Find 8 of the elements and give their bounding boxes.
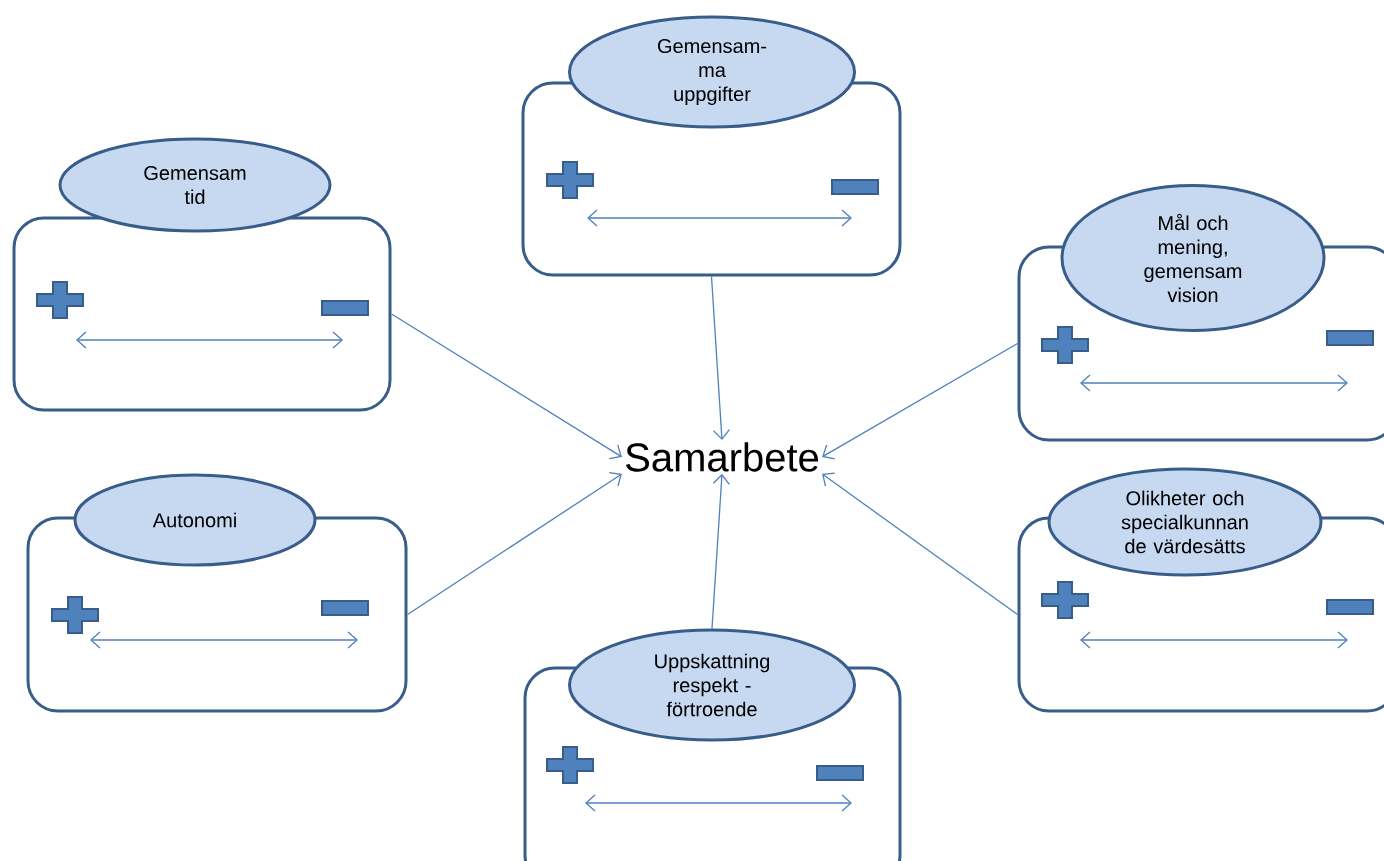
arrow [390,313,622,460]
rounded-box [12,216,392,412]
arrow [711,473,730,630]
arrow [822,342,1019,460]
arrow [406,472,622,616]
arrow [822,472,1019,616]
arrow [710,275,730,441]
center-label: Samarbete [626,442,819,472]
